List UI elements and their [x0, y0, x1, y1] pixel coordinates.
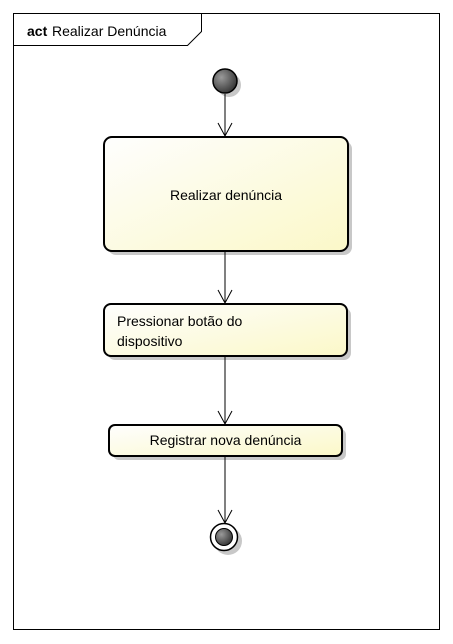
frame-tab: [13, 13, 202, 46]
action-label-pressionar: Pressionar botão do dispositivo: [117, 313, 243, 349]
frame-keyword: act: [27, 23, 48, 39]
final-node-inner: [215, 528, 233, 546]
action-label-realizar: Realizar denúncia: [169, 187, 283, 203]
frame-title: Realizar Denúncia: [52, 23, 167, 39]
action-label-registrar: Registrar nova denúncia: [149, 432, 302, 448]
action-realizar-denuncia: [103, 136, 349, 252]
initial-node: [212, 68, 238, 94]
